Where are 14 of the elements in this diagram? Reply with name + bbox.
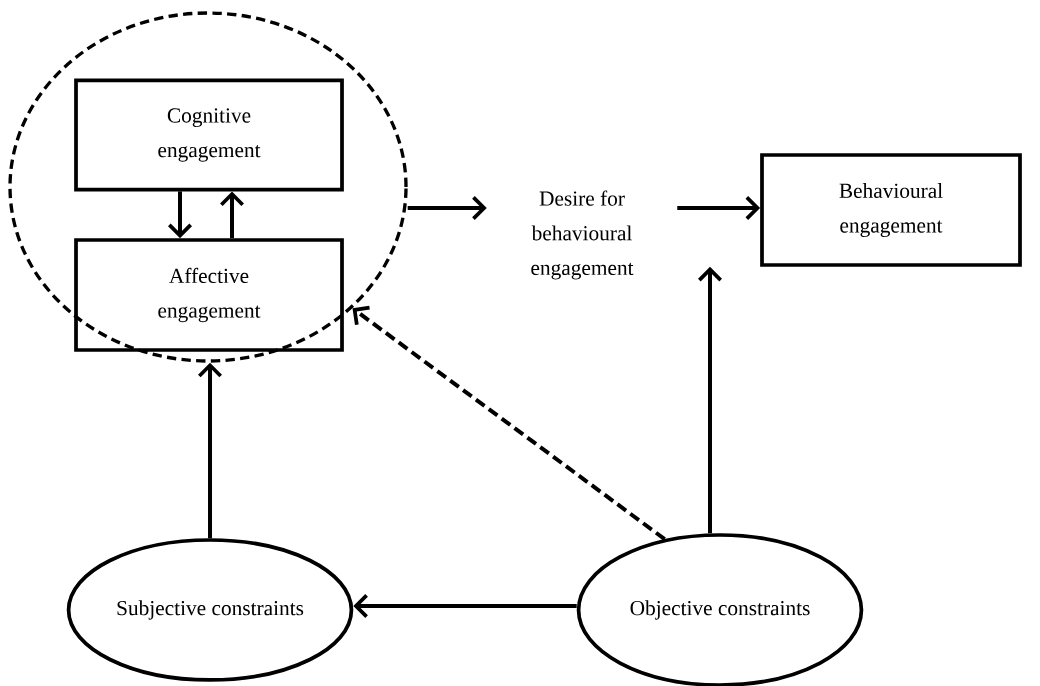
- dashed-circle: [8, 11, 408, 363]
- arrow: [353, 594, 577, 618]
- arrow: [407, 196, 487, 220]
- process-box: Affective engagement: [74, 238, 344, 352]
- node-text: Desire for behavioural engagement: [531, 190, 634, 280]
- arrow: [698, 266, 722, 534]
- process-box: Cognitive engagement: [74, 78, 344, 192]
- arrow: [168, 191, 192, 239]
- arrow: [677, 196, 761, 220]
- arrow: [352, 305, 666, 541]
- arrow: [220, 191, 244, 239]
- arrow: [198, 362, 222, 539]
- process-box: Behavioural engagement: [760, 153, 1022, 267]
- ellipse-node: Subjective constraints: [66, 538, 354, 682]
